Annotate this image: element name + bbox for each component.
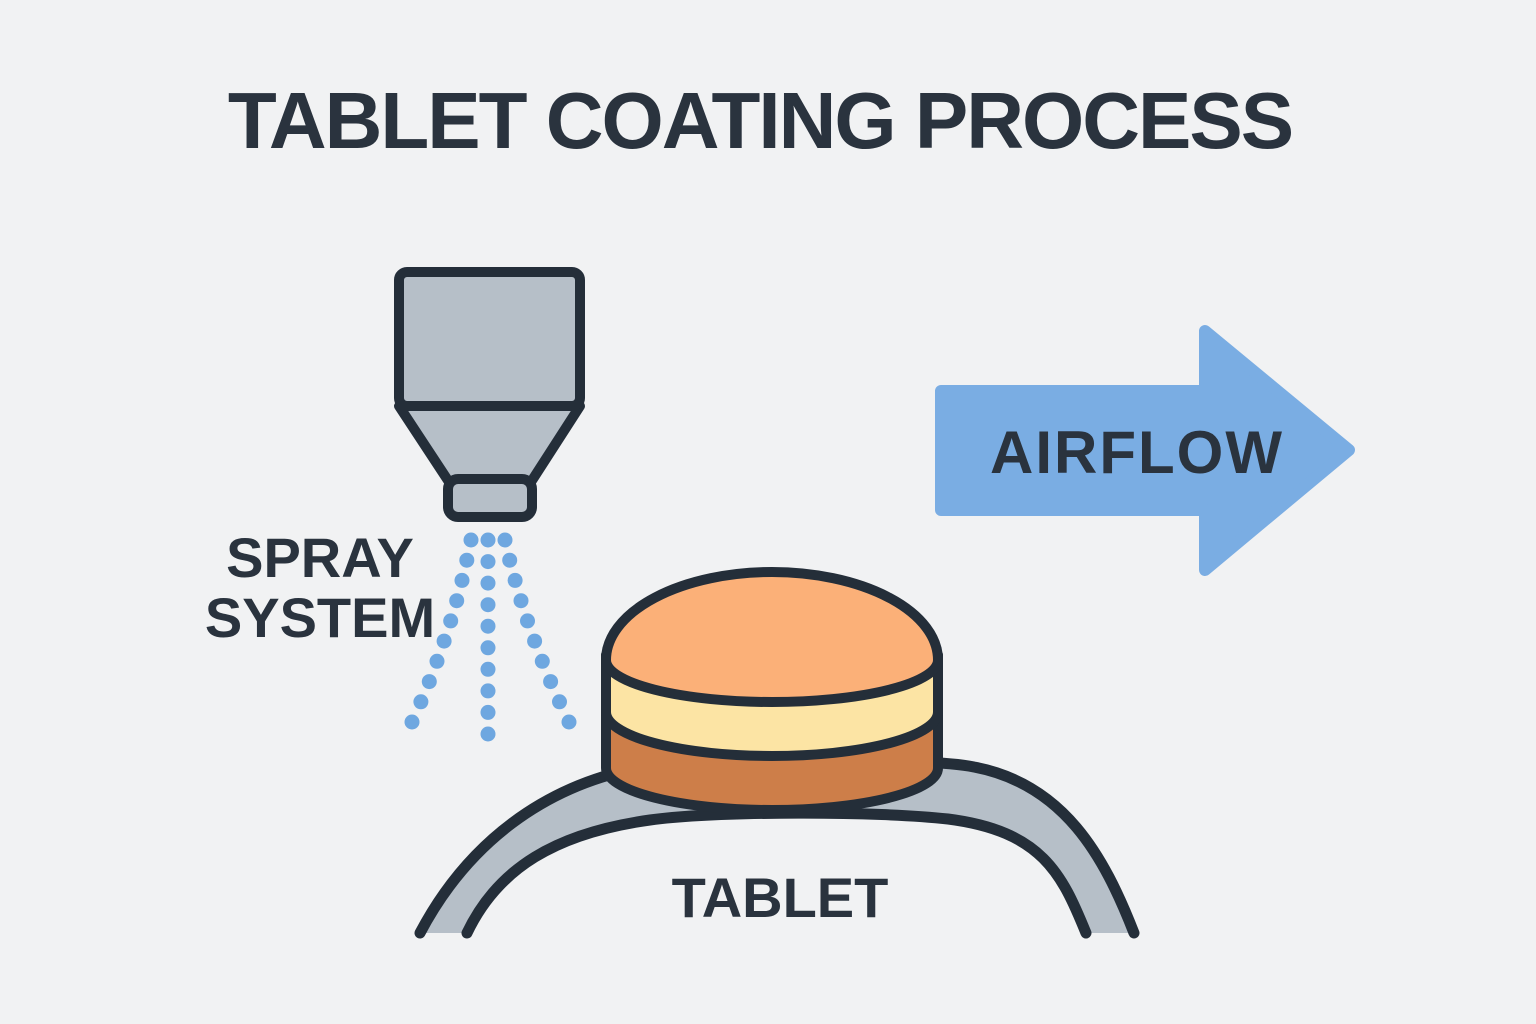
tablet (601, 567, 943, 815)
nozzle-body (394, 267, 585, 411)
spray-droplet (543, 674, 559, 690)
spray-droplet (513, 593, 529, 609)
airflow-arrow: AIRFLOW (935, 325, 1355, 576)
spray-droplet (502, 552, 518, 568)
spray-droplet (480, 554, 496, 570)
spray-system-label-line2: SYSTEM (205, 586, 435, 649)
spray-droplet (480, 726, 496, 742)
coating-pan-surface (420, 759, 1134, 933)
spray-droplet (534, 653, 550, 669)
spray-droplet (413, 694, 429, 710)
spray-droplet (480, 597, 496, 613)
spray-droplet (480, 618, 496, 634)
spray-droplet (480, 640, 496, 656)
spray-droplet (421, 674, 437, 690)
spray-droplet (429, 653, 445, 669)
spray-nozzle (394, 267, 585, 522)
airflow-label: AIRFLOW (990, 419, 1284, 486)
spray-droplet (459, 552, 475, 568)
spray-droplet (480, 704, 496, 720)
tablet-label: TABLET (672, 866, 889, 929)
spray-droplet (454, 572, 470, 588)
spray-system-label-line1: SPRAY (226, 526, 414, 589)
spray-droplet (520, 613, 535, 629)
spray-droplet (507, 572, 523, 588)
spray-droplet (480, 575, 496, 591)
airflow-arrow-shape (935, 325, 1355, 576)
spray-droplet (480, 532, 496, 548)
spray-droplets (404, 532, 577, 742)
spray-droplet (480, 683, 496, 699)
spray-droplet (552, 694, 567, 710)
spray-droplet (561, 714, 577, 730)
spray-droplet (404, 714, 420, 730)
spray-droplet (449, 593, 465, 609)
page-title: TABLET COATING PROCESS (228, 76, 1292, 165)
spray-droplet (480, 661, 496, 677)
spray-droplet (497, 532, 513, 548)
spray-droplet (443, 613, 459, 629)
spray-droplet (463, 532, 479, 548)
spray-droplet (436, 633, 452, 649)
spray-droplet (527, 633, 543, 649)
nozzle-tip (443, 474, 537, 522)
spray-system-label: SPRAY SYSTEM (205, 526, 435, 649)
tablet-top-coating (601, 567, 943, 707)
